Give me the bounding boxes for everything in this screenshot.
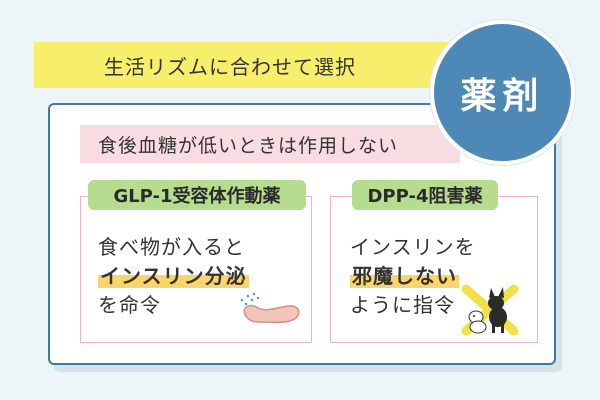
dpp4-highlight: 邪魔しない (350, 264, 459, 288)
drug-badge: 薬剤 (430, 20, 575, 165)
dpp4-line-2: 邪魔しない (350, 260, 459, 289)
glp1-tag: GLP-1受容体作動薬 (88, 180, 306, 210)
dpp4-tag: DPP-4阻害薬 (352, 180, 498, 210)
dogs-cross-icon (461, 284, 519, 335)
pancreas-icon (240, 292, 300, 324)
glp1-line-3: を命令 (98, 293, 161, 317)
glp1-line-1: 食べ物が入ると (98, 235, 245, 259)
dpp4-line-3: ように指令 (350, 293, 455, 317)
glp1-highlight: インスリン分泌 (98, 264, 249, 288)
dpp4-tag-label: DPP-4阻害薬 (367, 186, 483, 207)
banner-text: 生活リズムに合わせて選択 (104, 54, 356, 79)
banner: 生活リズムに合わせて選択 (34, 42, 454, 88)
subheading-bar: 食後血糖が低いときは作用しない (80, 125, 460, 163)
drug-badge-text: 薬剤 (460, 75, 545, 117)
glp1-line-2: インスリン分泌 (98, 260, 249, 289)
glp1-tag-label: GLP-1受容体作動薬 (113, 186, 281, 207)
subheading-text: 食後血糖が低いときは作用しない (98, 134, 399, 157)
dpp4-line-1: インスリンを (350, 235, 476, 259)
